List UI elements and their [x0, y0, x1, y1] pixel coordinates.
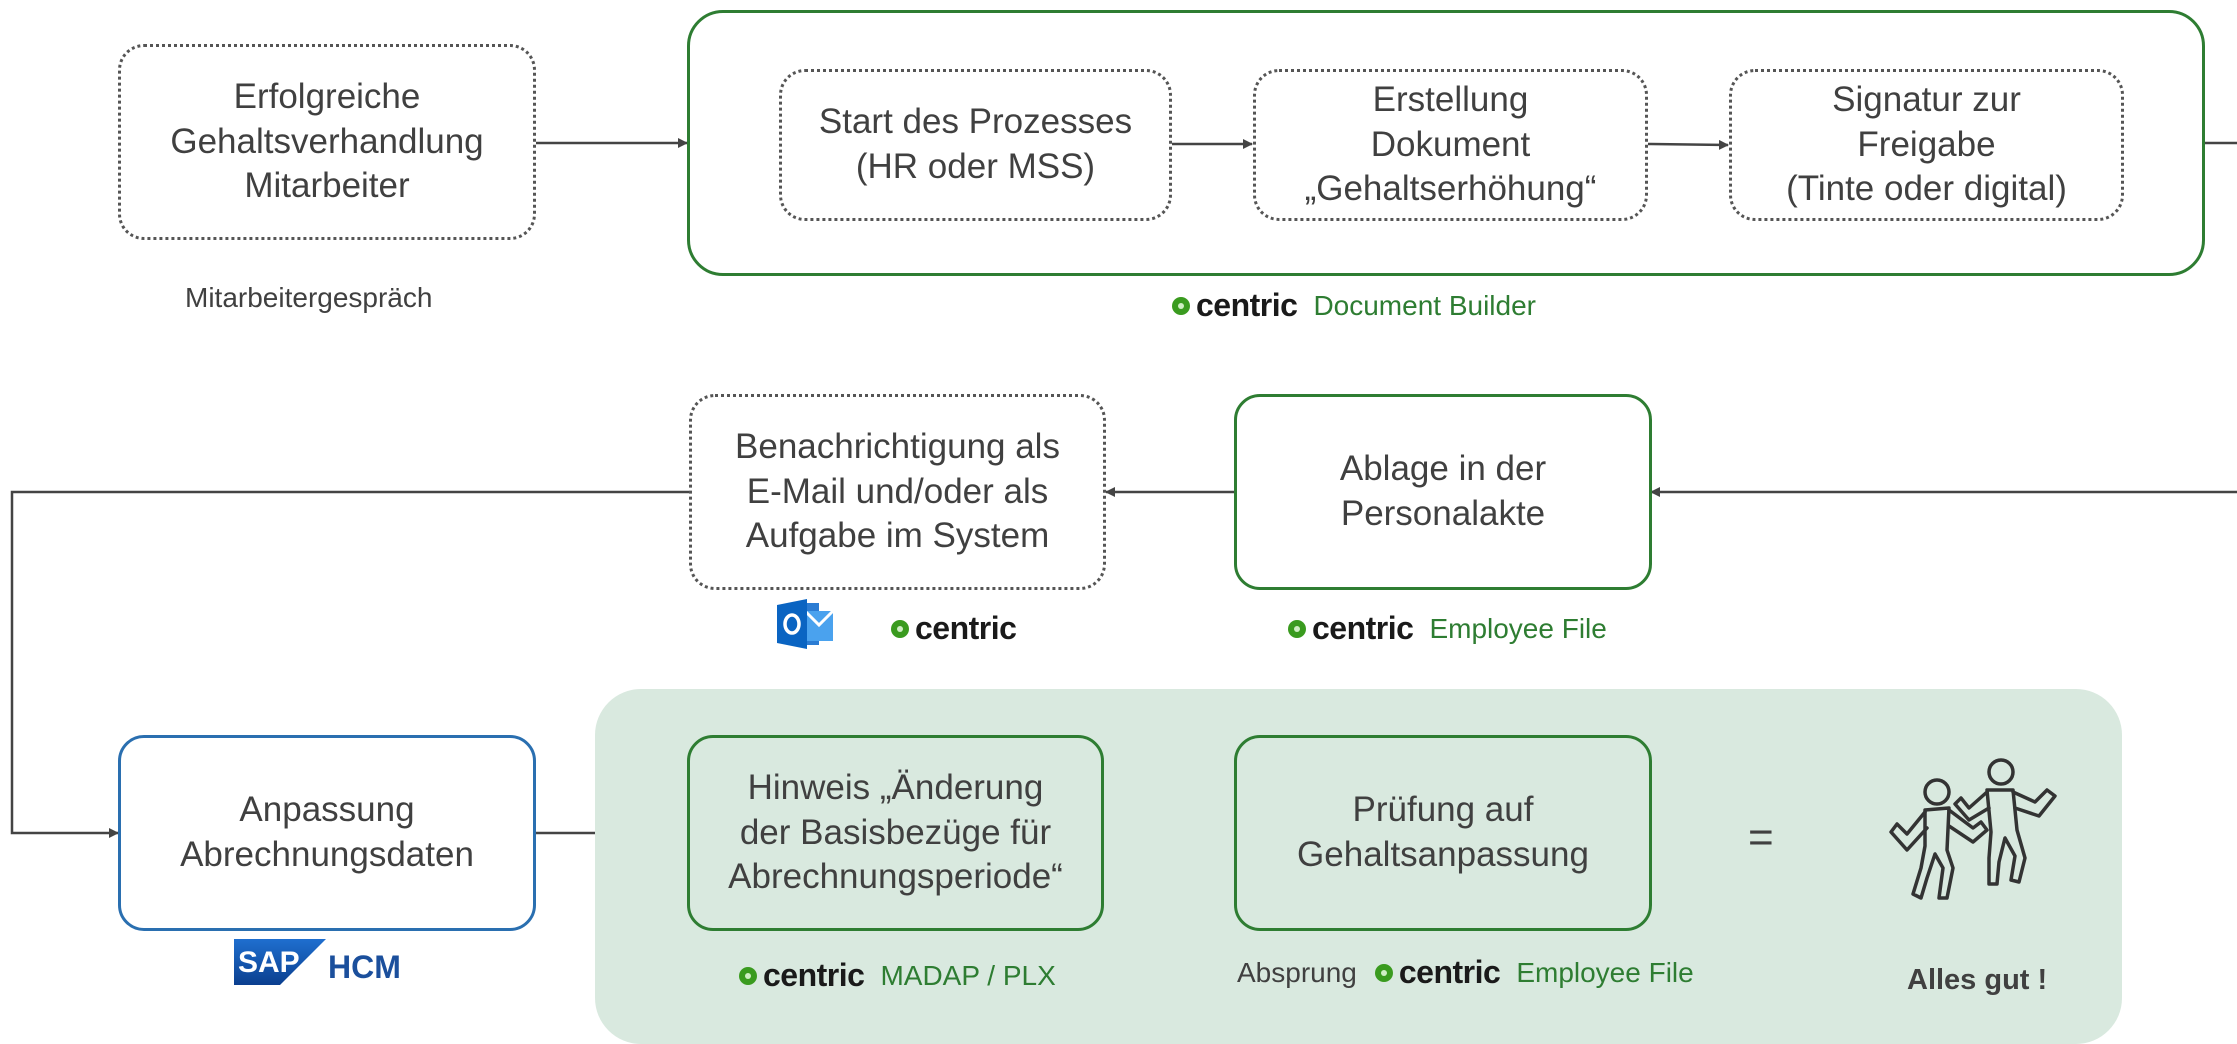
start-caption: Mitarbeitergespräch — [185, 282, 433, 313]
centric-wordmark: centric — [1312, 610, 1414, 646]
dancing-people-icon — [1889, 758, 2057, 900]
centric-document-builder-brand: centric Document Builder — [1172, 287, 1536, 324]
result-label: Alles gut ! — [1907, 964, 2048, 996]
product-name: Employee File — [1429, 612, 1607, 644]
outlook-icon — [777, 599, 835, 649]
centric-wordmark: centric — [1398, 954, 1501, 990]
product-name: Document Builder — [1313, 289, 1536, 321]
product-name: MADAP / PLX — [880, 959, 1056, 991]
notification-box[interactable]: Benachrichtigung als E-Mail und/oder als… — [689, 394, 1106, 590]
process-step-signature[interactable]: Signatur zur Freigabe (Tinte oder digita… — [1729, 69, 2124, 221]
sap-logo-icon: SAP — [234, 938, 326, 985]
centric-logo-icon — [891, 619, 909, 638]
centric-madap-brand: centric MADAP / PLX — [739, 957, 1056, 994]
absprung-employee-file-brand: Absprung centric Employee File — [1237, 954, 1694, 991]
process-step-document[interactable]: Erstellung Dokument „Gehaltserhöhung“ — [1253, 69, 1648, 221]
adjust-payroll-box[interactable]: Anpassung Abrechnungsdaten — [118, 735, 536, 931]
arrow-step2-to-step3 — [1647, 139, 1729, 150]
document-builder-group — [687, 10, 2205, 276]
sap-hcm-logo: SAP HCM — [234, 937, 401, 986]
filing-box[interactable]: Ablage in der Personalakte — [1234, 394, 1652, 590]
hcm-label: HCM — [328, 949, 401, 985]
centric-wordmark: centric — [1196, 287, 1298, 323]
process-step-start[interactable]: Start des Prozesses (HR oder MSS) — [779, 69, 1172, 221]
centric-employee-file-brand: centric Employee File — [1288, 610, 1607, 647]
centric-logo-icon — [1288, 619, 1306, 638]
centric-logo-icon — [739, 966, 757, 985]
sap-wordmark: SAP — [238, 946, 300, 979]
start-box-salary-negotiation[interactable]: Erfolgreiche Gehaltsverhandlung Mitarbei… — [118, 44, 536, 240]
absprung-label: Absprung — [1237, 956, 1357, 988]
centric-wordmark: centric — [763, 957, 865, 993]
equals-sign: = — [1748, 813, 1774, 862]
centric-logo-icon — [1172, 296, 1190, 315]
notice-base-salary-box[interactable]: Hinweis „Änderung der Basisbezüge für Ab… — [687, 735, 1104, 931]
arrow-notification-to-adjust — [10, 490, 689, 838]
centric-logo-icon — [1374, 963, 1393, 982]
centric-notification-brand: centric — [891, 610, 1017, 647]
centric-wordmark: centric — [915, 610, 1017, 646]
salary-check-box[interactable]: Prüfung auf Gehaltsanpassung — [1234, 735, 1652, 931]
product-name: Employee File — [1516, 956, 1694, 988]
